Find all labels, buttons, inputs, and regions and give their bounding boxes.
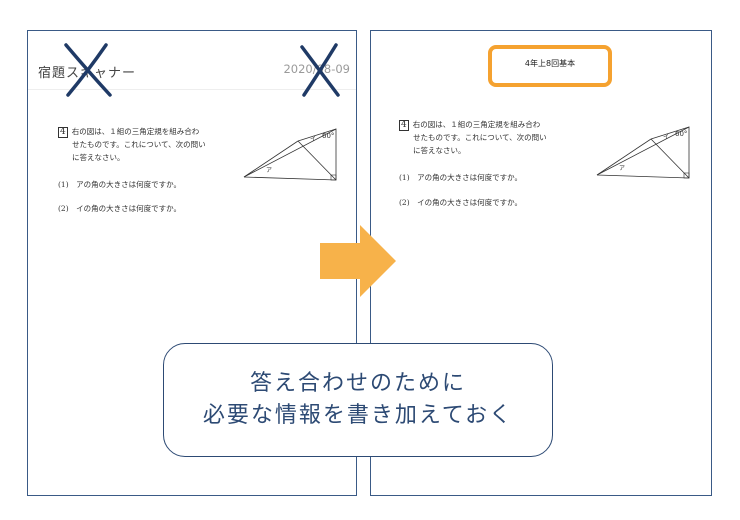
question-line-3: に答えなさい。	[72, 153, 125, 162]
added-label-highlight: 4年上8回基本	[488, 45, 612, 87]
question-line-1-annotated: 右の図は、１組の三角定規を組み合わ	[412, 120, 541, 129]
sub-question-1-annotated: (1) アの角の大きさは何度ですか。	[399, 173, 522, 182]
question-line-2-annotated: せたものです。これについて、次の問い	[413, 133, 547, 142]
sub-question-1: (1) アの角の大きさは何度ですか。	[58, 180, 181, 189]
added-label: 4年上8回基本	[524, 58, 576, 68]
sub-question-2-annotated: (2) イの角の大きさは何度ですか。	[399, 198, 522, 207]
figure-label-a: ア	[266, 167, 272, 174]
figure-angle-60-annotated: 60°	[675, 130, 687, 138]
question-line-3-annotated: に答えなさい。	[413, 146, 466, 155]
figure-angle-60: 60°	[322, 132, 334, 140]
figure-label-i-annotated: イ	[663, 134, 669, 141]
figure-label-i: イ	[310, 136, 316, 143]
question-line-1: 右の図は、１組の三角定規を組み合わ	[71, 127, 200, 136]
triangle-figure-annotated: 60° イ ア	[596, 126, 690, 179]
question-number-annotated: 4	[399, 120, 409, 131]
sub-question-2: (2) イの角の大きさは何度ですか。	[58, 204, 181, 213]
triangle-figure: 60° イ ア	[243, 128, 337, 181]
callout-line-2: 必要な情報を書き加えておく	[202, 403, 514, 428]
callout-line-1: 答え合わせのために	[249, 371, 466, 396]
right-arrow-icon	[320, 225, 396, 297]
figure-label-a-annotated: ア	[619, 165, 625, 172]
question-number: 4	[58, 127, 68, 138]
cross-out-title-icon	[64, 43, 112, 97]
cross-out-date-icon	[300, 43, 340, 97]
explanation-callout: 答え合わせのために 必要な情報を書き加えておく	[163, 343, 553, 457]
question-line-2: せたものです。これについて、次の問い	[72, 140, 206, 149]
